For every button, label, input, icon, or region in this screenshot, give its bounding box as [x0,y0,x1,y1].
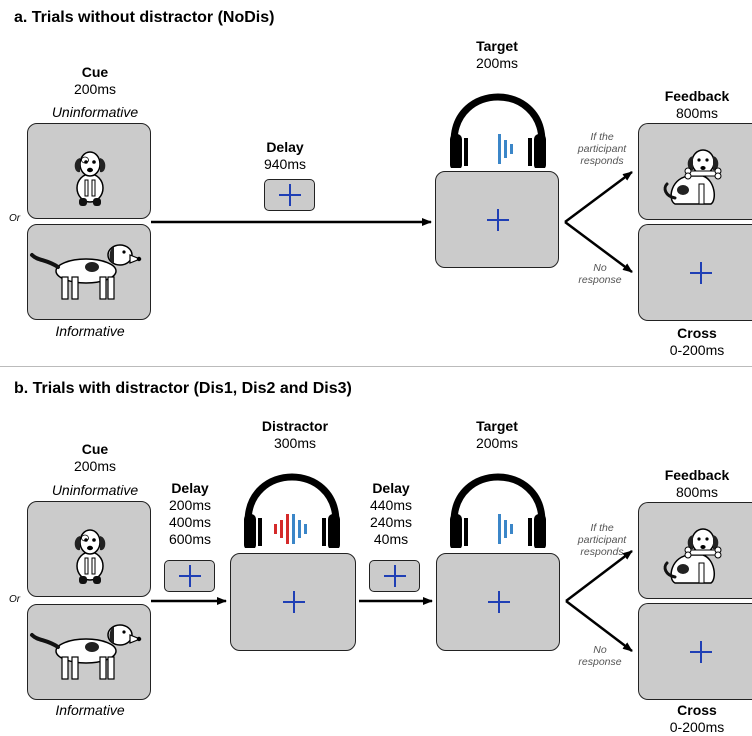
feedback-title: Feedback [664,88,730,104]
arrow-branch-no-response [565,600,633,652]
cue-screen-informative [27,604,151,700]
cue-screen-uninformative [27,123,151,219]
cue-title: Cue [81,441,109,457]
arrow-branch-no-response [564,220,633,274]
or-label: Or [9,594,21,605]
cross-title: Cross [677,702,717,718]
delay-screen-b2 [369,560,420,592]
feedback-time: 800ms [675,484,719,500]
distractor-time: 300ms [273,435,317,451]
feedback-label-a: Feedback 800ms [652,88,742,122]
arrow-branch-responds [564,170,633,224]
panel-b-title: b. Trials with distractor (Dis1, Dis2 an… [14,380,352,397]
if-responds-label-a: If the participant responds [577,131,627,167]
cross-label-a: Cross 0-200ms [652,325,742,359]
cross-time: 0-200ms [669,719,725,735]
target-screen-b [436,553,560,651]
cue-label-b: Cue 200ms [50,441,140,475]
cue-screen-informative [27,224,151,320]
cue-time: 200ms [73,81,117,97]
informative-label: Informative [55,323,125,339]
delay-time: 940ms [263,156,307,172]
delay-label-a: Delay 940ms [240,139,330,173]
target-time: 200ms [475,435,519,451]
target-title: Target [476,418,518,434]
if-responds-label-b: If the participant responds [577,522,627,558]
target-title: Target [476,38,518,54]
delay-label-b1: Delay 200ms 400ms 600ms [145,480,235,548]
feedback-screen-a [638,123,752,220]
cross-title: Cross [677,325,717,341]
target-label-a: Target 200ms [452,38,542,72]
headphones-icon [236,452,348,548]
or-label: Or [9,213,21,224]
feedback-screen-b [638,502,752,599]
delay-screen-a [264,179,315,211]
delay-label-b2: Delay 440ms 240ms 40ms [346,480,436,548]
headphones-icon [442,72,554,168]
target-label-b: Target 200ms [452,418,542,452]
cross-label-b: Cross 0-200ms [652,702,742,736]
delay-screen-b1 [164,560,215,592]
delay-title: Delay [372,480,410,496]
sound-wave-icon [498,134,513,164]
target-screen-a [435,171,559,268]
no-response-label-a: No response [578,262,622,286]
informative-label: Informative [55,702,125,718]
sound-wave-icon [498,514,513,544]
arrow-branch-responds [565,550,633,602]
section-divider [0,366,752,367]
distractor-title: Distractor [261,418,329,434]
cue-label-a: Cue 200ms [50,64,140,98]
delay-title: Delay [171,480,209,496]
headphones-icon [442,452,554,548]
sound-wave-icon [274,514,307,544]
cross-time: 0-200ms [669,342,725,358]
distractor-screen [230,553,356,651]
cue-time: 200ms [73,458,117,474]
cue-title: Cue [81,64,109,80]
feedback-title: Feedback [664,467,730,483]
distractor-label: Distractor 300ms [245,418,345,452]
uninformative-label: Uninformative [51,482,139,498]
feedback-time: 800ms [675,105,719,121]
uninformative-label: Uninformative [51,104,139,120]
cross-screen-a [638,224,752,321]
cross-screen-b [638,603,752,700]
cue-screen-uninformative [27,501,151,597]
delay-title: Delay [266,139,304,155]
feedback-label-b: Feedback 800ms [652,467,742,501]
target-time: 200ms [475,55,519,71]
no-response-label-b: No response [578,644,622,668]
panel-a-title: a. Trials without distractor (NoDis) [14,9,275,26]
